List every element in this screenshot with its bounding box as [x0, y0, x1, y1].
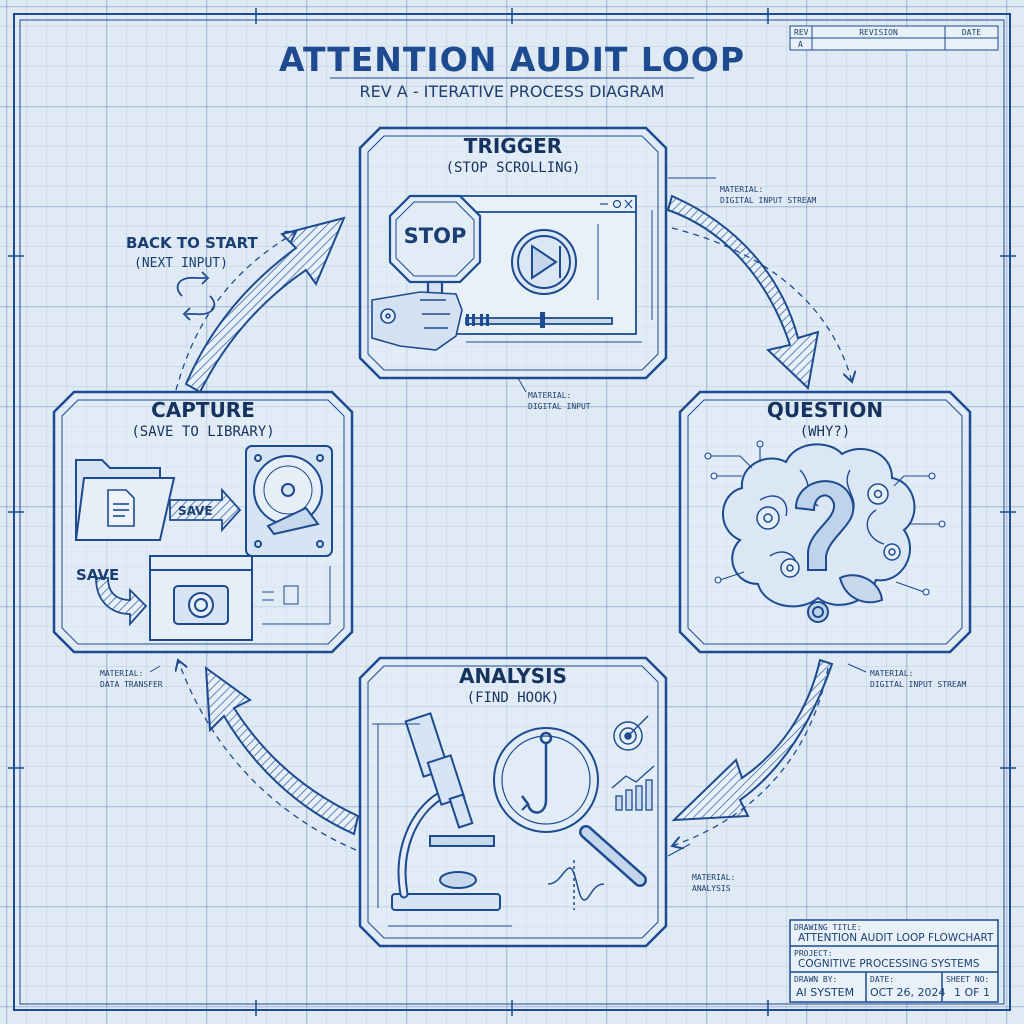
- microscope-icon: [391, 712, 501, 911]
- brain-gears: [756, 483, 901, 578]
- save-label-1: SAVE: [178, 504, 213, 518]
- annotation-line: ANALYSIS: [692, 884, 731, 893]
- media-controls: [466, 312, 545, 328]
- title-block: [789, 919, 999, 1003]
- annotation-line: DATA TRANSFER: [100, 680, 163, 689]
- dimension-lines-trigger: [466, 210, 653, 343]
- back-to-start-label: BACK TO START: [126, 234, 258, 252]
- arrow-trigger-to-question: [666, 194, 820, 391]
- annotation-trigger-bottom: MATERIAL: DIGITAL INPUT: [528, 390, 591, 412]
- revision-col-date: DATE: [961, 28, 982, 37]
- dimension-lines-analysis: [372, 723, 512, 927]
- loop-icon: [176, 271, 216, 321]
- trigger-title: TRIGGER: [463, 134, 563, 158]
- annotation-line: MATERIAL:: [528, 391, 572, 400]
- analysis-title: ANALYSIS: [458, 664, 568, 688]
- annotation-trigger-right: MATERIAL: DIGITAL INPUT STREAM: [720, 184, 816, 206]
- project-label: PROJECT:: [794, 949, 833, 958]
- bar-chart-icon: [611, 765, 655, 811]
- question-mark-icon: [794, 480, 855, 623]
- drawn-by-label: DRAWN BY:: [794, 975, 838, 984]
- dimension-lines-capture: [262, 566, 331, 625]
- annotation-analysis: MATERIAL: ANALYSIS: [692, 872, 735, 894]
- drawn-by-value: AI SYSTEM: [796, 986, 855, 999]
- date-label: DATE:: [870, 975, 895, 984]
- play-button-icon: [511, 229, 577, 295]
- dashed-flow-paths: [176, 227, 852, 851]
- hook-icon: [521, 731, 553, 814]
- page-subtitle: REV A - ITERATIVE PROCESS DIAGRAM: [359, 82, 665, 101]
- node-inner-frames: [61, 135, 963, 939]
- annotation-line: MATERIAL:: [692, 873, 736, 882]
- revision-row-rev: A: [798, 40, 803, 49]
- capture-title: CAPTURE: [151, 398, 255, 422]
- annotation-line: MATERIAL:: [720, 185, 764, 194]
- waveform-icon: [547, 860, 605, 910]
- target-icon: [613, 715, 649, 751]
- drawing-title-label: DRAWING TITLE:: [794, 923, 862, 932]
- revision-col-revision: REVISION: [859, 28, 898, 37]
- robotic-hand-icon: [371, 291, 463, 351]
- annotation-line: DIGITAL INPUT STREAM: [870, 680, 967, 689]
- date-value: OCT 26, 2024: [870, 986, 946, 999]
- question-subtitle: (WHY?): [799, 424, 851, 440]
- analysis-subtitle: (FIND HOOK): [466, 690, 560, 706]
- revision-table: [789, 25, 999, 51]
- hard-drive-icon: [245, 445, 333, 557]
- stop-sign-label: STOP: [403, 224, 467, 248]
- arrow-analysis-to-capture: [204, 665, 360, 836]
- annotation-capture: MATERIAL: DATA TRANSFER: [100, 668, 163, 690]
- project-value: COGNITIVE PROCESSING SYSTEMS: [798, 958, 980, 970]
- page-title: ATTENTION AUDIT LOOP: [279, 40, 745, 79]
- border-ticks: [8, 8, 1016, 1016]
- camera-window-icon: [149, 555, 253, 641]
- annotation-line: DIGITAL INPUT: [528, 402, 591, 411]
- annotation-line: MATERIAL:: [100, 669, 144, 678]
- annotation-line: DIGITAL INPUT STREAM: [720, 196, 817, 205]
- sheet-value: 1 OF 1: [954, 986, 990, 999]
- document-icon: [107, 489, 135, 527]
- circuit-traces: [704, 440, 946, 596]
- next-input-label: (NEXT INPUT): [134, 256, 228, 271]
- trigger-subtitle: (STOP SCROLLING): [445, 160, 581, 176]
- brain-icon: [722, 443, 916, 608]
- revision-col-rev: REV: [794, 28, 809, 37]
- arrow-capture-to-trigger: [184, 216, 346, 394]
- annotation-line: MATERIAL:: [870, 669, 914, 678]
- drawing-title-value: ATTENTION AUDIT LOOP FLOWCHART: [798, 932, 994, 944]
- save-arrow-1: [169, 487, 242, 533]
- save-label-2: SAVE: [76, 566, 120, 584]
- flow-arrows: [184, 194, 834, 836]
- annotation-question: MATERIAL: DIGITAL INPUT STREAM: [870, 668, 966, 690]
- window-controls: [600, 199, 633, 209]
- arrow-question-to-analysis: [671, 658, 834, 822]
- capture-subtitle: (SAVE TO LIBRARY): [131, 424, 275, 440]
- annotation-leaders: [149, 177, 867, 857]
- save-arrow-2: [95, 577, 148, 627]
- sheet-label: SHEET NO:: [946, 975, 990, 984]
- question-title: QUESTION: [766, 398, 884, 422]
